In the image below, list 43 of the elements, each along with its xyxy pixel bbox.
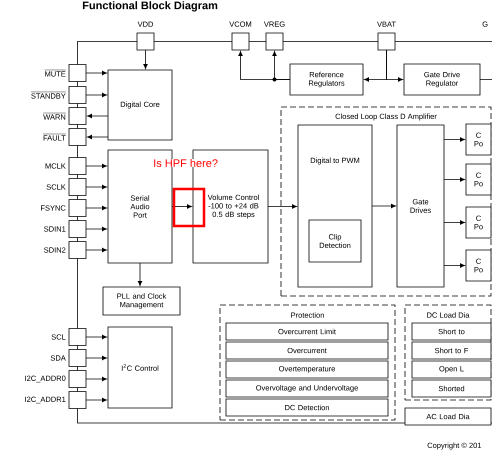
pin-square — [68, 391, 86, 409]
annotation-text: Is HPF here? — [153, 158, 218, 168]
pin-square — [68, 220, 86, 238]
pin-square — [68, 107, 86, 125]
arrow — [143, 50, 148, 69]
arrow — [86, 356, 107, 360]
pin-square — [232, 32, 250, 50]
arrow — [86, 398, 107, 402]
pin-square — [68, 128, 86, 146]
arrow — [272, 51, 290, 80]
arrow — [444, 220, 465, 225]
arrow — [86, 248, 107, 252]
pin-square — [136, 32, 154, 50]
arrow — [172, 204, 192, 209]
pin-square — [68, 64, 86, 82]
pin-square — [68, 178, 86, 196]
arrow — [86, 164, 107, 168]
pin-square — [68, 241, 86, 259]
arrow — [86, 334, 107, 340]
arrow — [86, 376, 107, 382]
arrow — [86, 184, 107, 190]
arrow — [86, 206, 107, 210]
pin-square — [68, 199, 86, 217]
arrow — [86, 70, 107, 76]
arrow — [86, 92, 107, 98]
pin-square — [68, 349, 86, 367]
arrow — [372, 204, 396, 208]
arrow — [444, 137, 465, 142]
pin-square — [68, 370, 86, 388]
pin-square — [266, 32, 284, 50]
pin-square — [378, 32, 396, 50]
arrow — [86, 226, 107, 232]
pin-square — [68, 86, 86, 104]
arrow — [138, 262, 142, 286]
arrow — [444, 263, 465, 268]
arrow — [444, 177, 465, 182]
diagram-title: Functional Block Diagram — [82, 1, 218, 12]
arrow — [386, 50, 403, 82]
arrow — [87, 114, 108, 118]
pin-square — [68, 157, 86, 175]
arrow — [268, 204, 297, 209]
pin-square — [68, 328, 86, 346]
arrow — [87, 134, 108, 140]
